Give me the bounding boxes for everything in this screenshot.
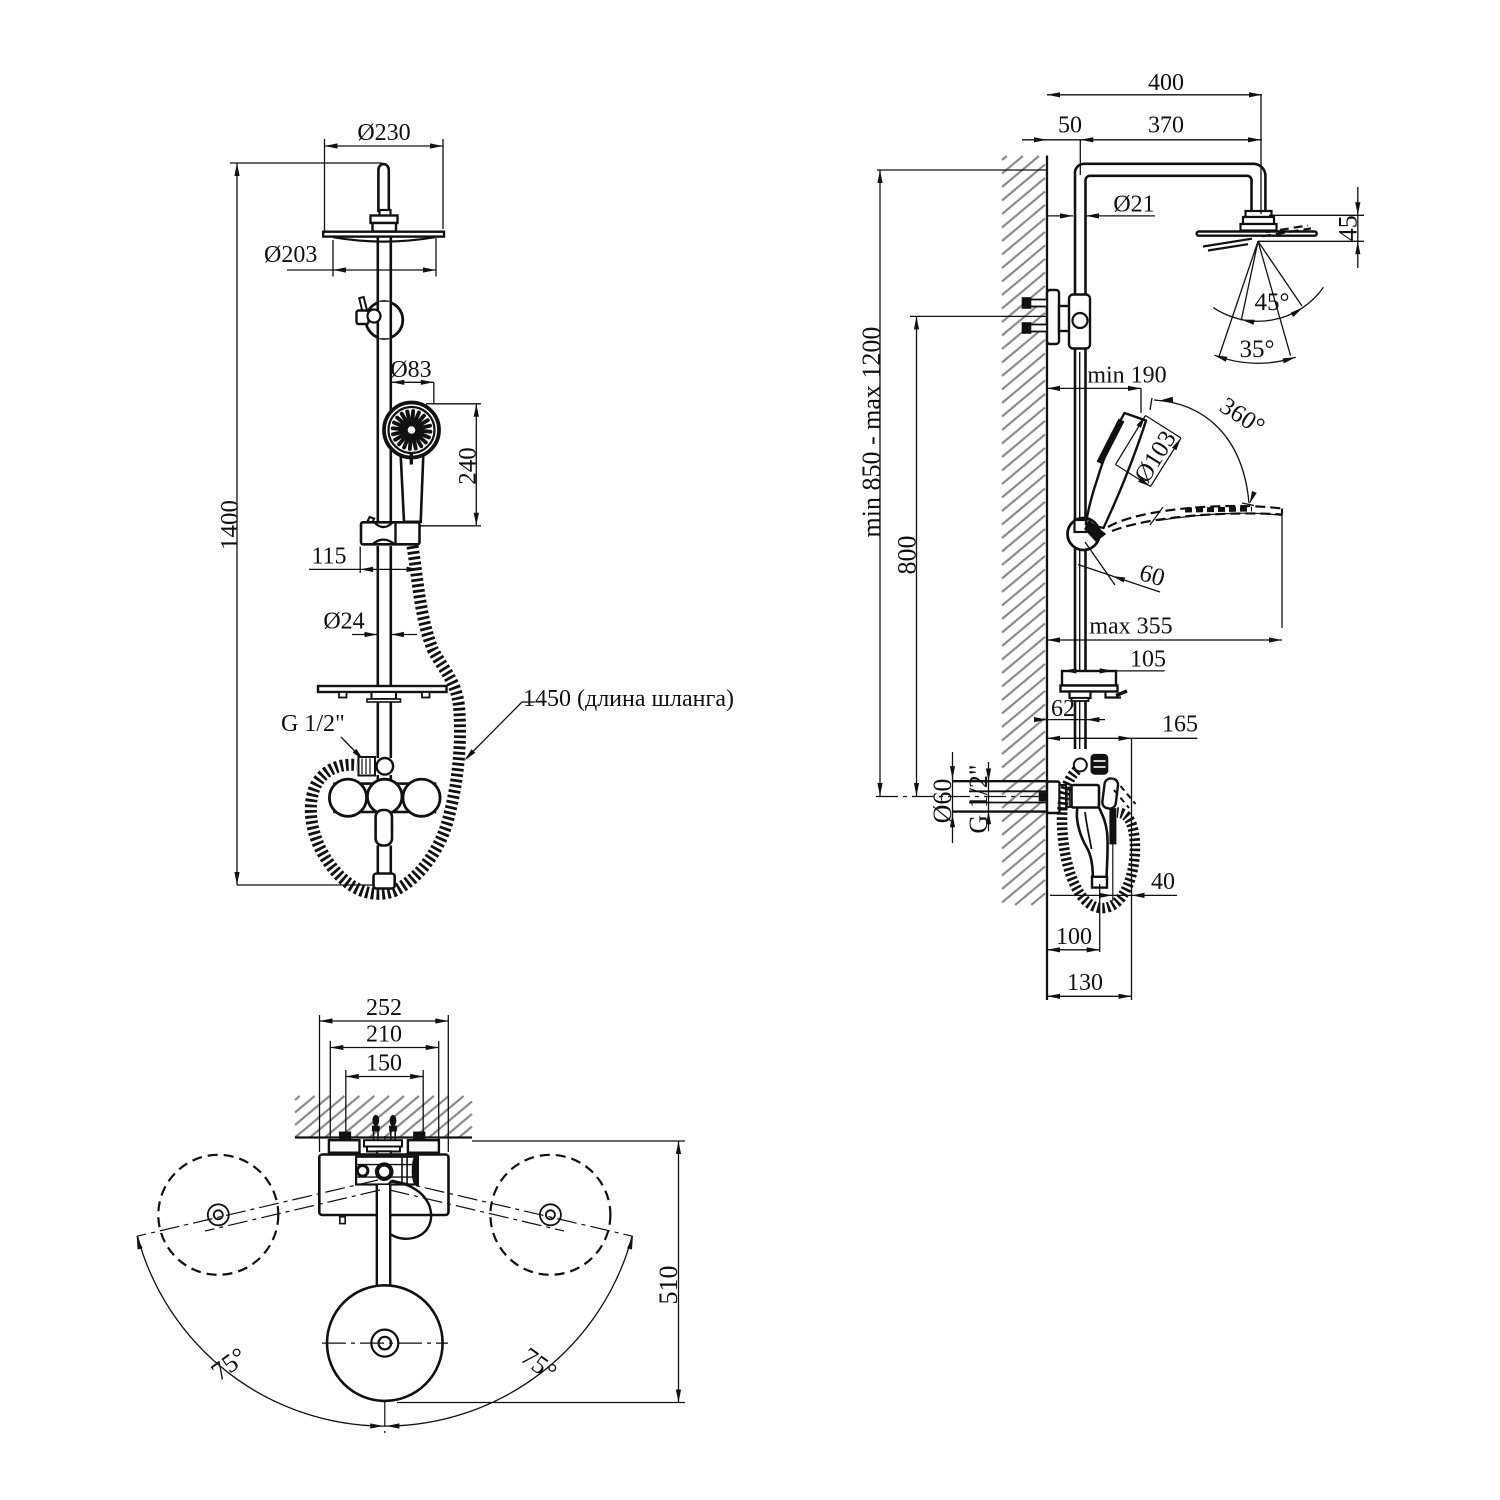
svg-text:Ø21: Ø21 xyxy=(1113,192,1154,218)
svg-text:370: 370 xyxy=(1148,113,1184,139)
svg-text:45: 45 xyxy=(1334,215,1363,241)
svg-text:min 190: min 190 xyxy=(1087,363,1166,389)
svg-text:400: 400 xyxy=(1148,70,1184,96)
svg-text:Ø83: Ø83 xyxy=(390,357,431,383)
svg-text:130: 130 xyxy=(1067,970,1103,996)
svg-text:40: 40 xyxy=(1151,869,1175,895)
svg-text:62: 62 xyxy=(1051,696,1075,722)
svg-text:100: 100 xyxy=(1056,924,1092,950)
svg-text:Ø230: Ø230 xyxy=(357,120,410,146)
svg-text:510: 510 xyxy=(654,1266,683,1305)
svg-text:150: 150 xyxy=(366,1051,402,1077)
svg-text:1450 (длина шланга): 1450 (длина шланга) xyxy=(523,686,734,712)
svg-text:max 355: max 355 xyxy=(1089,614,1172,640)
svg-text:min 850 - max 1200: min 850 - max 1200 xyxy=(857,327,886,538)
svg-text:35°: 35° xyxy=(1240,336,1275,363)
svg-text:800: 800 xyxy=(893,536,922,575)
svg-text:165: 165 xyxy=(1162,712,1198,738)
svg-text:45°: 45° xyxy=(1255,289,1290,316)
svg-text:Ø203: Ø203 xyxy=(264,242,317,268)
svg-text:210: 210 xyxy=(366,1022,402,1048)
svg-text:G 1/2": G 1/2" xyxy=(964,764,993,833)
svg-text:50: 50 xyxy=(1058,113,1082,139)
svg-text:115: 115 xyxy=(311,544,346,570)
svg-text:Ø60: Ø60 xyxy=(928,779,957,824)
svg-text:Ø24: Ø24 xyxy=(323,609,364,635)
svg-text:G 1/2": G 1/2" xyxy=(281,711,345,737)
svg-text:240: 240 xyxy=(455,447,482,485)
svg-text:252: 252 xyxy=(366,995,402,1021)
svg-text:1400: 1400 xyxy=(217,500,244,550)
svg-text:105: 105 xyxy=(1130,647,1166,673)
